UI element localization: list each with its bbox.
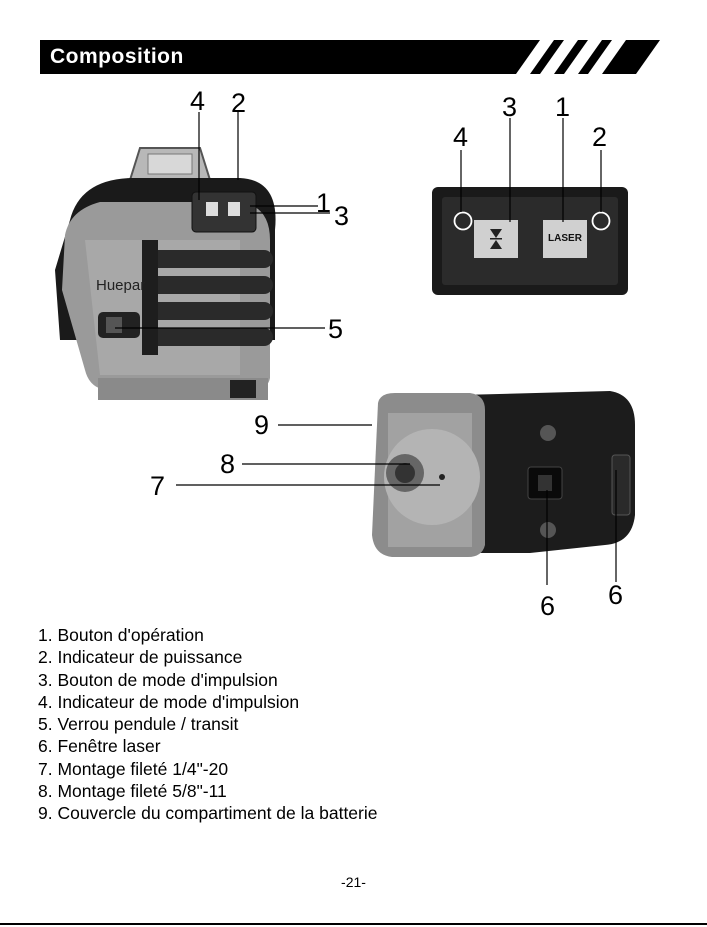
laser-level-bottom-illustration <box>372 391 635 557</box>
callout-3-panel: 3 <box>502 92 518 122</box>
legend-item: 2. Indicateur de puissance <box>38 647 243 668</box>
laser-button-label: LASER <box>548 233 582 244</box>
page-number: -21- <box>341 874 366 890</box>
callout-2-main: 2 <box>231 88 247 118</box>
legend-item: 4. Indicateur de mode d'impulsion <box>38 691 300 712</box>
callout-1-panel: 1 <box>555 92 571 122</box>
callout-9-bottom: 9 <box>254 410 270 440</box>
brand-logo: Huepar <box>96 277 146 294</box>
legend-item: 7. Montage fileté 1/4"-20 <box>38 758 229 779</box>
callout-4-panel: 4 <box>453 122 469 152</box>
control-panel-illustration <box>432 187 628 295</box>
legend-item: 6. Fenêtre laser <box>38 736 161 757</box>
legend-item: 1. Bouton d'opération <box>38 625 204 645</box>
callout-6-bottom-right: 6 <box>608 580 624 610</box>
callout-7-bottom: 7 <box>150 471 166 501</box>
legend-item: 9. Couvercle du compartiment de la batte… <box>38 803 378 824</box>
callout-1-main: 1 <box>316 188 332 218</box>
callout-2-panel: 2 <box>592 122 608 152</box>
section-title: Composition <box>50 45 184 68</box>
callout-3-main: 3 <box>334 201 350 231</box>
callout-6-bottom-left: 6 <box>540 591 556 621</box>
legend-item: 8. Montage fileté 5/8"-11 <box>38 781 227 802</box>
legend-item: 5. Verrou pendule / transit <box>38 714 239 735</box>
legend-item: 3. Bouton de mode d'impulsion <box>38 669 278 690</box>
laser-level-front-illustration <box>55 147 276 400</box>
callout-5-main: 5 <box>328 314 344 344</box>
callout-8-bottom: 8 <box>220 449 236 479</box>
callout-4-main: 4 <box>190 86 206 116</box>
section-header-bar <box>40 40 660 74</box>
bottom-rule <box>0 923 707 925</box>
parts-legend: 1. Bouton d'opération 2. Indicateur de p… <box>38 624 377 825</box>
